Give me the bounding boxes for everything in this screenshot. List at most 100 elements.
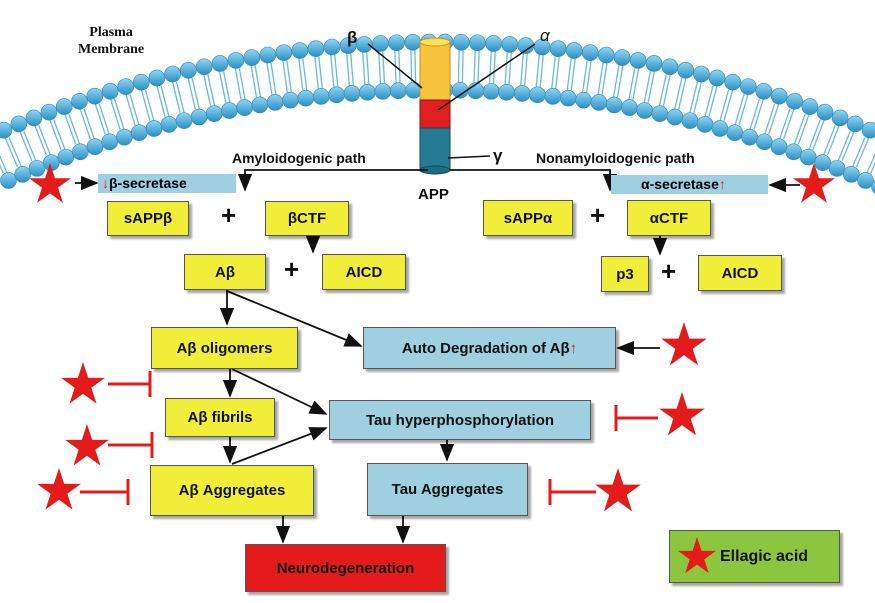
lipid-head [799, 148, 817, 166]
lipid-tail [314, 56, 319, 89]
inhibition-fibrils [108, 432, 154, 458]
lipid-tail [492, 51, 496, 84]
app-protein [419, 37, 451, 175]
lipid-head [0, 172, 17, 189]
legend-star-icon [677, 536, 717, 573]
lipid-tail [457, 50, 460, 83]
lipid-tail [866, 152, 875, 174]
lipid-head [605, 96, 623, 114]
lipid-head [816, 103, 834, 121]
lipid-tail [628, 68, 636, 100]
lipid-head [0, 121, 13, 139]
lipid-head [211, 55, 229, 72]
lipid-tail [19, 131, 33, 162]
lipid-head [708, 69, 726, 87]
lipid-head [374, 83, 392, 100]
lipid-tail [191, 77, 200, 110]
lipid-head [857, 172, 874, 189]
lipid-head [711, 120, 729, 137]
beta-subunit-label: β [347, 28, 358, 47]
lipid-tail [286, 60, 292, 93]
lipid-head [28, 160, 46, 177]
lipid-head [251, 96, 269, 114]
lipid-head [629, 52, 647, 69]
amyloidogenic-path-label: Amyloidogenic path [232, 150, 366, 166]
lipid-tail [826, 125, 840, 156]
lipid-tail [793, 113, 806, 145]
lipid-tail [749, 98, 761, 130]
lipid-tail [586, 60, 592, 93]
lipid-head [549, 40, 567, 57]
lipid-head [770, 138, 788, 156]
lipid-head [195, 58, 213, 76]
lipid-tail [298, 58, 304, 91]
lipid-tail [8, 137, 23, 168]
lipid-tail [570, 58, 576, 91]
ab-oligomers-box: Aβ oligomers [151, 327, 298, 369]
lipid-tail [171, 81, 181, 114]
lipid-tail [203, 74, 212, 106]
lipid-head [160, 116, 178, 133]
lipid-tail [140, 89, 151, 121]
lipid-tail [555, 56, 560, 89]
lipid-head [55, 98, 73, 115]
lipid-head [513, 85, 531, 102]
lipid-tail [0, 164, 4, 174]
lipid-head [227, 52, 245, 69]
lipid-head [498, 83, 515, 101]
lipid-head [180, 61, 197, 79]
legend-box: Ellagic acid [669, 530, 840, 583]
lipid-head [529, 86, 546, 104]
lipid-tail [238, 68, 246, 100]
plasma-membrane-label: Plasma Membrane [78, 24, 144, 58]
lipid-head [190, 108, 208, 126]
lipid-tail [53, 119, 66, 150]
auto-degradation-text: Auto Degradation of Aβ [401, 339, 570, 357]
lipid-tail [674, 77, 683, 110]
lipid-tail [764, 103, 776, 135]
lipid-tail [734, 94, 745, 126]
lipid-head [828, 160, 846, 177]
lipid-tail [38, 125, 52, 156]
lipid-head [359, 83, 376, 101]
lipid-head [101, 82, 119, 100]
lipid-tail [693, 81, 703, 114]
lipid-tail [632, 68, 640, 100]
ellagic-star-fibrils [65, 424, 109, 466]
lipid-head [801, 98, 819, 115]
lipid-tail [689, 81, 699, 114]
lipid-head [312, 88, 330, 105]
lipid-tail [612, 65, 620, 98]
lipid-head [130, 124, 148, 141]
lipid-tail [68, 113, 81, 145]
lipid-head [831, 109, 849, 127]
lipid-head [205, 105, 223, 122]
lipid-tail [783, 108, 795, 140]
lipid-head [86, 138, 104, 156]
lipid-tail [779, 108, 791, 140]
lipid-head [501, 36, 519, 53]
lipid-tail [23, 131, 37, 162]
lipid-head [243, 49, 261, 66]
lipid-head [71, 92, 88, 110]
lipid-tail [566, 58, 572, 91]
lipid-tail [643, 71, 652, 103]
lipid-head [756, 133, 773, 151]
p3-box: p3 [601, 256, 649, 292]
lipid-head [590, 94, 608, 111]
lipid-tail [855, 137, 870, 168]
lipid-head [282, 91, 299, 109]
lipid-tail [302, 58, 308, 91]
inhibition-oligomers [108, 371, 152, 397]
lipid-tail [330, 54, 335, 87]
lipid-tail [551, 56, 556, 89]
lipid-tail [175, 81, 185, 114]
lipid-head [575, 91, 592, 109]
lipid-tail [109, 98, 121, 130]
arrow-ab-to-auto-degradation [226, 290, 363, 347]
lipid-tail [477, 50, 480, 83]
lipid-head [726, 124, 744, 141]
inhibition-tau-aggregates [548, 479, 596, 505]
lipid-head [390, 82, 407, 100]
lipid-head [328, 86, 345, 104]
